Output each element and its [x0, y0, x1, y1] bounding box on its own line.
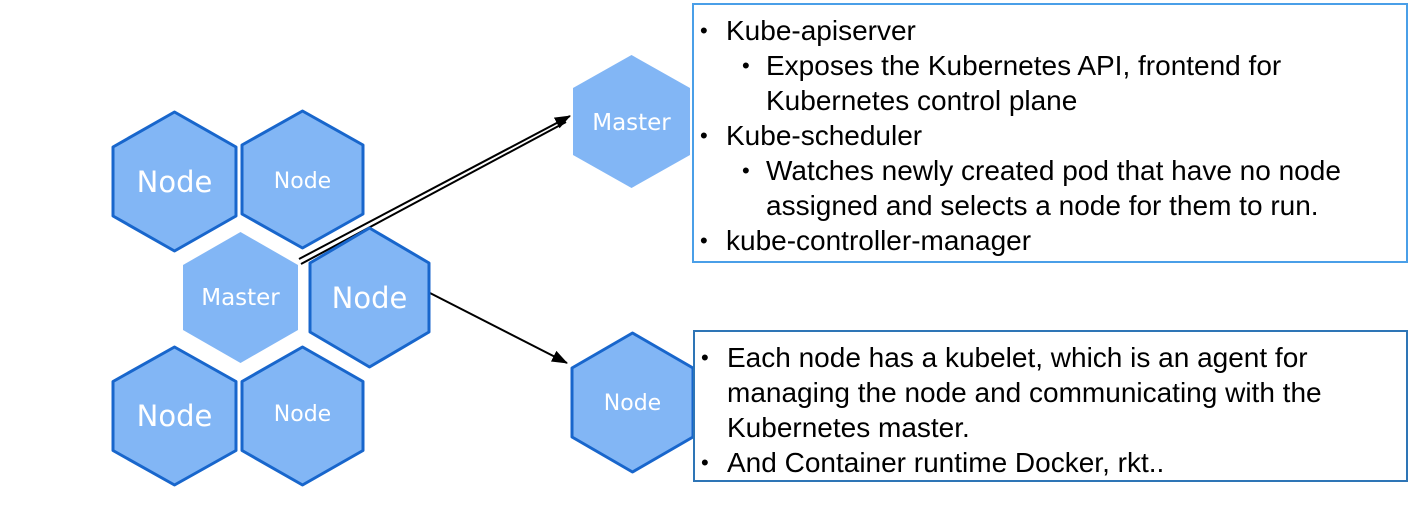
- bullet-icon: •: [700, 18, 708, 43]
- bullet-icon: •: [742, 53, 750, 78]
- bullet-icon: •: [700, 228, 708, 253]
- arrow-cluster-to-master: [298, 115, 571, 260]
- bullet-item-text: kube-controller-manager: [726, 225, 1032, 256]
- hexagon-master-standalone: [573, 55, 690, 188]
- bullet-item-text: Kube-apiserver: [726, 15, 916, 46]
- arrow-cluster-to-node: [427, 291, 568, 364]
- hexagon-master-cluster: [183, 232, 298, 363]
- bullet-icon: •: [742, 158, 750, 183]
- bullet-item: • Each node has a kubelet, which is an a…: [695, 340, 1406, 445]
- bullet-item: • Kube-scheduler: [694, 118, 1406, 153]
- hexagon-master-standalone-label: Master: [592, 110, 671, 136]
- bullet-item-text: And Container runtime Docker, rkt..: [727, 447, 1165, 478]
- hexagon-node-standalone-label: Node: [604, 391, 661, 416]
- bullet-item-text: Kube-scheduler: [726, 120, 923, 151]
- bullet-item: • kube-controller-manager: [694, 223, 1406, 258]
- bullet-item-text: Exposes the Kubernetes API, frontend for…: [766, 50, 1282, 116]
- bullet-item-text: Each node has a kubelet, which is an age…: [727, 342, 1322, 443]
- bullet-item: • And Container runtime Docker, rkt..: [695, 445, 1406, 480]
- bullet-item: • Kube-apiserver: [694, 13, 1406, 48]
- node-components-box: • Each node has a kubelet, which is an a…: [693, 330, 1408, 482]
- hexagon-node-bottom-left-label: Node: [137, 399, 213, 433]
- hexagon-node-bottom-left: [111, 345, 238, 487]
- hexagon-node-right-label: Node: [332, 281, 408, 315]
- hexagon-node-top-left: [111, 110, 238, 253]
- bullet-item: • Exposes the Kubernetes API, frontend f…: [694, 48, 1406, 118]
- bullet-item-text: Watches newly created pod that have no n…: [766, 155, 1341, 221]
- hexagon-node-right: [308, 226, 431, 369]
- hexagon-node-bottom-middle: [240, 345, 365, 487]
- control-plane-components-box: • Kube-apiserver • Exposes the Kubernete…: [692, 3, 1408, 263]
- bullet-icon: •: [701, 450, 709, 475]
- bullet-icon: •: [700, 123, 708, 148]
- hexagon-node-top-right-label: Node: [274, 169, 331, 194]
- hexagon-node-top-left-label: Node: [137, 165, 213, 199]
- bullet-item: • Watches newly created pod that have no…: [694, 153, 1406, 223]
- hexagon-node-bottom-middle-label: Node: [274, 402, 331, 427]
- bullet-icon: •: [701, 345, 709, 370]
- arrow-cluster-to-master-secondary-line: [300, 121, 567, 265]
- hexagon-master-cluster-label: Master: [201, 285, 280, 311]
- hexagon-node-top-right: [240, 109, 365, 250]
